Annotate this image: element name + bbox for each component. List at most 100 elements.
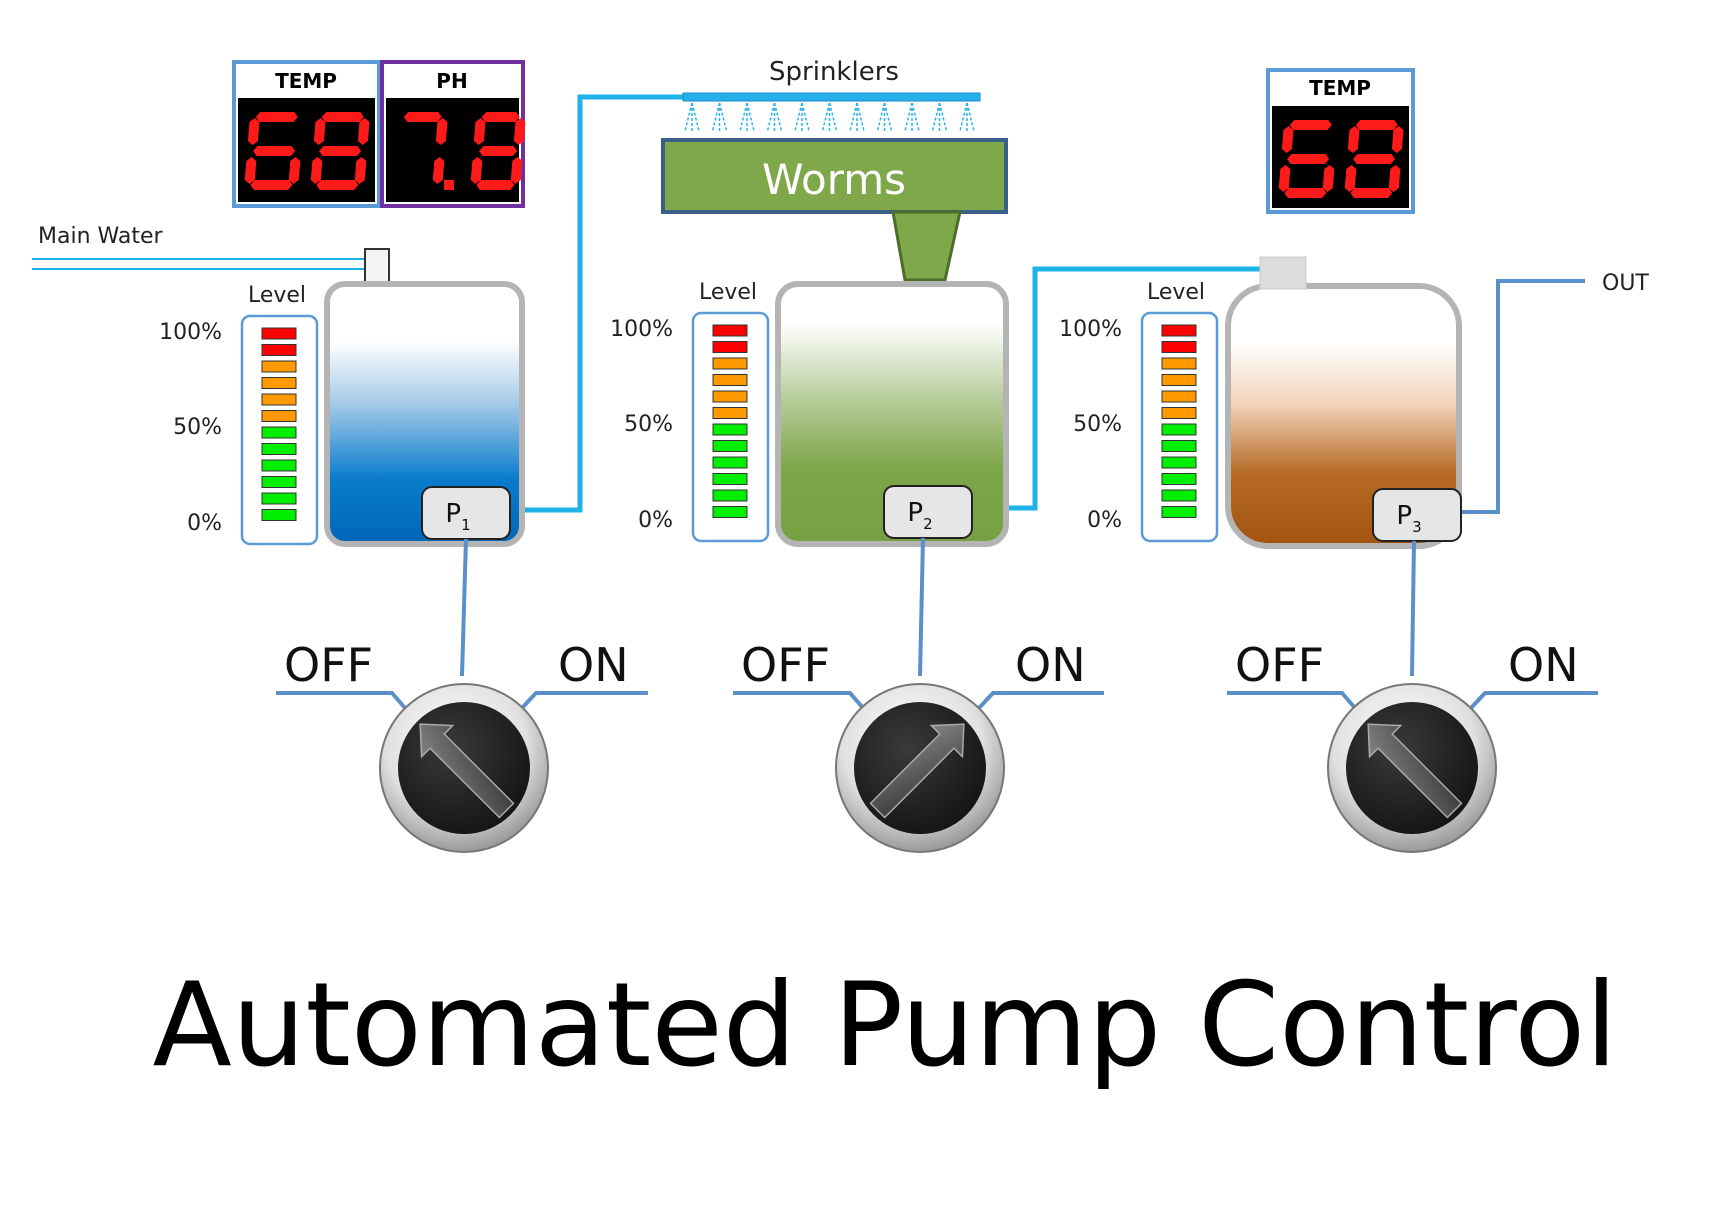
worms-bin: Worms — [661, 138, 1008, 282]
switch-1[interactable]: OFF ON — [276, 538, 648, 853]
switch-1-handle[interactable] — [405, 709, 522, 826]
level-meter-1-bar — [261, 393, 297, 406]
pump-2[interactable]: P2 — [883, 485, 973, 539]
worms-box — [661, 138, 1008, 214]
level-meter-2-bar — [712, 357, 748, 370]
display-segment — [1281, 126, 1294, 153]
level-meter-2-bar — [712, 390, 748, 403]
display-temp-2-label: TEMP — [1309, 76, 1371, 100]
display-temp-2-digits — [1278, 120, 1404, 198]
level-meter-1-tick-0: 0% — [187, 511, 222, 536]
sprinkler-nozzle-spray — [931, 102, 948, 132]
main-water-label: Main Water — [38, 224, 164, 249]
sprinkler-nozzle-spray — [739, 102, 755, 132]
level-meter-1-bar — [261, 344, 297, 356]
switch-1-on-line — [520, 691, 648, 710]
switch-2-on-label: ON — [1015, 638, 1086, 692]
level-meter-2-tick-50: 50% — [624, 412, 673, 437]
level-meter-2-bar — [712, 324, 748, 337]
pump-3[interactable]: P3 — [1372, 488, 1462, 542]
level-meter-2-bar — [712, 489, 748, 502]
level-meter-2-bar — [712, 407, 748, 419]
level-meter-3-bar — [1161, 440, 1197, 452]
sprinkler-nozzle-spray — [849, 102, 865, 132]
switch-3-off-line — [1227, 691, 1357, 710]
level-meter-3-tick-50: 50% — [1073, 412, 1122, 437]
display-segment — [510, 157, 523, 184]
sprinkler-nozzle-spray — [821, 102, 838, 132]
sprinkler-bar: Sprinklers — [682, 57, 981, 132]
level-meter-3-bar — [1161, 423, 1197, 436]
level-meter-2-bar — [712, 341, 748, 353]
pipe-p3-out — [1455, 279, 1585, 514]
worms-label: Worms — [762, 155, 906, 204]
tank-2 — [775, 281, 1009, 547]
switch-3[interactable]: OFF ON — [1227, 540, 1598, 853]
out-label: OUT — [1602, 271, 1649, 296]
level-meter-3-bar — [1161, 390, 1197, 403]
level-meter-1-bar — [261, 459, 297, 472]
display-segment — [313, 118, 326, 145]
pump-1-label: P1 — [445, 499, 470, 534]
switch-2-handle[interactable] — [862, 709, 979, 826]
sprinklers-label: Sprinklers — [769, 57, 899, 87]
display-segment — [319, 146, 362, 156]
level-meter-3-label: Level — [1147, 280, 1205, 305]
display-segment — [354, 157, 367, 184]
display-segment — [435, 118, 448, 145]
display-decimal-point — [444, 180, 454, 190]
level-meter-2-bars — [712, 324, 748, 518]
display-segment — [432, 157, 445, 184]
level-meter-3-bar — [1161, 324, 1197, 337]
display-segment — [403, 112, 442, 122]
display-segment — [481, 112, 520, 122]
switch-2[interactable]: OFF ON — [733, 537, 1104, 853]
display-temp-1-label: TEMP — [275, 69, 337, 93]
display-temp-1: TEMP — [232, 60, 381, 208]
switch-1-off-label: OFF — [284, 638, 373, 692]
level-meter-1-bar — [261, 360, 297, 373]
level-meter-1-tick-100: 100% — [159, 320, 222, 345]
display-segment — [476, 180, 515, 190]
level-meter-2: Level 100% 50% 0% — [610, 280, 770, 543]
level-meter-1-tick-50: 50% — [173, 415, 222, 440]
sprinkler-nozzle-spray — [904, 102, 920, 132]
level-meter-2-bar — [712, 473, 748, 485]
level-meter-1-label: Level — [248, 283, 306, 308]
pump-3-box[interactable] — [1372, 488, 1462, 542]
display-ph-digits — [403, 112, 526, 190]
display-segment — [1353, 154, 1396, 164]
display-segment — [1347, 126, 1360, 153]
level-meter-1-bar — [261, 327, 297, 340]
tank-3-inlet — [1259, 256, 1307, 290]
display-segment — [1344, 165, 1357, 192]
display-segment — [1284, 188, 1327, 198]
level-meter-2-bar — [712, 440, 748, 452]
switch-2-off-line — [733, 691, 865, 710]
level-meter-1-bar — [261, 492, 297, 505]
display-segment — [1388, 165, 1401, 192]
level-meter-1-bar — [261, 443, 297, 455]
pump-1[interactable]: P1 — [421, 486, 511, 540]
level-meter-3-tick-0: 0% — [1087, 508, 1122, 533]
display-segment — [316, 180, 359, 190]
display-segment — [244, 157, 257, 184]
switch-1-off-line — [276, 691, 407, 710]
display-segment — [1287, 154, 1330, 164]
pump-2-label: P2 — [907, 498, 932, 533]
switch-3-handle[interactable] — [1353, 709, 1470, 826]
display-segment — [255, 112, 298, 122]
level-meter-1-bar — [261, 410, 297, 422]
display-temp-2: TEMP — [1266, 68, 1415, 214]
level-meter-2-bar — [712, 423, 748, 436]
display-segment — [321, 112, 364, 122]
pump-2-box[interactable] — [883, 485, 973, 539]
level-meter-3-bar — [1161, 407, 1197, 419]
switch-1-wire — [460, 538, 468, 677]
display-segment — [473, 118, 486, 145]
level-meter-3-bar — [1161, 473, 1197, 485]
level-meter-3: Level 100% 50% 0% — [1059, 280, 1219, 543]
switch-2-off-label: OFF — [741, 638, 830, 692]
